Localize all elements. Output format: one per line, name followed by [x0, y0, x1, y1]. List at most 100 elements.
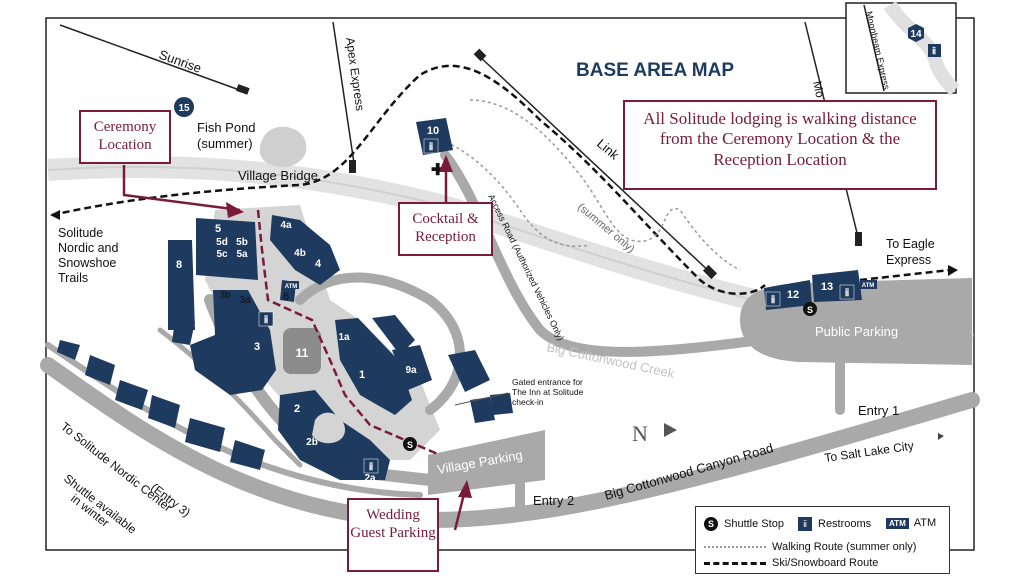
atm-icon-label: ATM [285, 284, 298, 290]
wedding-parking-callout: Wedding Guest Parking [347, 498, 439, 572]
building-3 [190, 290, 276, 395]
legend-walking: Walking Route (summer only) [704, 541, 916, 553]
building-12-label: 12 [787, 289, 799, 301]
legend-shuttle-label: Shuttle Stop [724, 518, 784, 530]
nordic-label-1: Solitude [58, 226, 103, 240]
svg-text:ⅱ: ⅱ [369, 461, 374, 473]
nordic-label-3: Snowshoe [58, 256, 116, 270]
building-5a-label: 5a [236, 249, 248, 260]
building-2a-label: 2a [364, 473, 376, 484]
building-3-label: 3 [254, 341, 260, 353]
shuttle-stop-icon-village [403, 437, 417, 451]
marker-15-label: 15 [178, 103, 190, 114]
building-4b-label: 4b [294, 248, 306, 259]
legend-atm-label: ATM [913, 517, 937, 529]
building-5 [196, 218, 258, 280]
eagle-arrow [948, 265, 958, 276]
walking-route [469, 99, 741, 271]
building-4-label: 4 [315, 258, 322, 270]
nordic-arrow [50, 210, 60, 220]
moonbeam-partial-label: Mo [810, 80, 827, 100]
entry-1-label: Entry 1 [858, 403, 899, 418]
entry-2-label: Entry 2 [533, 493, 574, 508]
ceremony-arrow [122, 165, 241, 212]
eagle-label-1: To Eagle [886, 237, 935, 251]
fish-pond [259, 126, 307, 168]
legend-ski-swatch [704, 561, 766, 565]
building-4a-label: 4a [280, 220, 292, 231]
shuttle-stop-glyph-village: S [407, 440, 413, 450]
salt-lake-arrow [938, 433, 944, 440]
building-9a-label: 9a [405, 365, 417, 376]
building-3a-label: 3a [239, 295, 251, 306]
building-8-label: 8 [176, 259, 182, 271]
building-13-label: 13 [821, 281, 833, 293]
north-label: N [632, 421, 648, 446]
building-1b [372, 315, 415, 355]
lodging-note-callout: All Solitude lodging is walking distance… [623, 100, 937, 190]
legend-shuttle-icon: S [704, 517, 718, 531]
inset-restroom-glyph: ⅱ [932, 46, 936, 56]
north-arrow-icon [664, 423, 677, 437]
svg-text:ⅱ: ⅱ [429, 141, 434, 153]
building-11-lot [283, 328, 321, 374]
legend-ski-label: Ski/Snowboard Route [772, 557, 879, 569]
gated-label-1: Gated entrance for [512, 377, 583, 387]
building-5c-label: 5c [216, 249, 228, 260]
lift-terminals [235, 48, 862, 280]
village-parking-lot [428, 430, 545, 495]
legend-shuttle: S Shuttle Stop [704, 517, 784, 531]
ski-route [51, 64, 766, 295]
building-4 [270, 215, 340, 285]
building-9d [490, 393, 513, 415]
svg-text:ⅱ: ⅱ [264, 314, 269, 326]
gated-label-3: check-in [512, 397, 544, 407]
building-9c [470, 397, 495, 423]
nordic-label-4: Trails [58, 271, 88, 285]
building-5-label: 5 [215, 223, 221, 235]
map-legend: S Shuttle Stop ⅱ Restrooms ATM ATM Walki… [695, 506, 950, 574]
ceremony-callout: Ceremony Location [79, 110, 171, 164]
building-2-label: 2 [294, 403, 300, 415]
shuttle-stop-icon [803, 302, 817, 316]
marker-14-label: 14 [910, 29, 922, 40]
building-9a [392, 345, 432, 390]
inset-restroom-icon [928, 44, 941, 57]
atm-icon-13-label: ATM [862, 283, 875, 289]
village-bridge-label: Village Bridge [238, 168, 318, 183]
legend-atm-icon: ATM [886, 517, 909, 529]
building-13 [812, 270, 862, 302]
fish-pond-label: Fish Pond [197, 120, 256, 135]
building-5d-label: 5d [216, 237, 228, 248]
svg-text:ⅱ: ⅱ [845, 287, 850, 299]
svg-text:ⅱ: ⅱ [771, 294, 776, 306]
marker-14 [908, 24, 924, 42]
legend-ski: Ski/Snowboard Route [704, 557, 878, 569]
atm-icon-13 [860, 280, 877, 289]
cocktail-callout: Cocktail & Reception [398, 202, 493, 256]
ski-route-eagle [859, 268, 951, 282]
eagle-label-2: Express [886, 253, 931, 267]
marker-15 [174, 97, 194, 117]
legend-restroom-icon: ⅱ [798, 517, 812, 531]
legend-restrooms-label: Restrooms [818, 518, 872, 530]
building-8b [172, 320, 195, 345]
parking-arrow-head [458, 480, 472, 498]
cocktail-arrow-head [439, 155, 453, 172]
legend-restrooms: ⅱ Restrooms [798, 517, 871, 531]
public-parking-label: Public Parking [815, 324, 898, 339]
gated-pointer [454, 392, 509, 406]
wedding-route [256, 209, 441, 457]
building-2-courtyard [312, 412, 345, 444]
gated-label-2: The Inn at Solitude [512, 387, 584, 397]
map-title: BASE AREA MAP [576, 60, 734, 81]
building-1 [335, 318, 412, 415]
building-10-label: 10 [427, 125, 439, 137]
shuttle-stop-glyph: S [807, 305, 813, 315]
legend-atm: ATM ATM [886, 517, 936, 529]
inset-road [883, 1, 960, 96]
building-11-label: 11 [296, 346, 309, 360]
atm-icon [283, 281, 299, 289]
building-9b [448, 350, 490, 392]
